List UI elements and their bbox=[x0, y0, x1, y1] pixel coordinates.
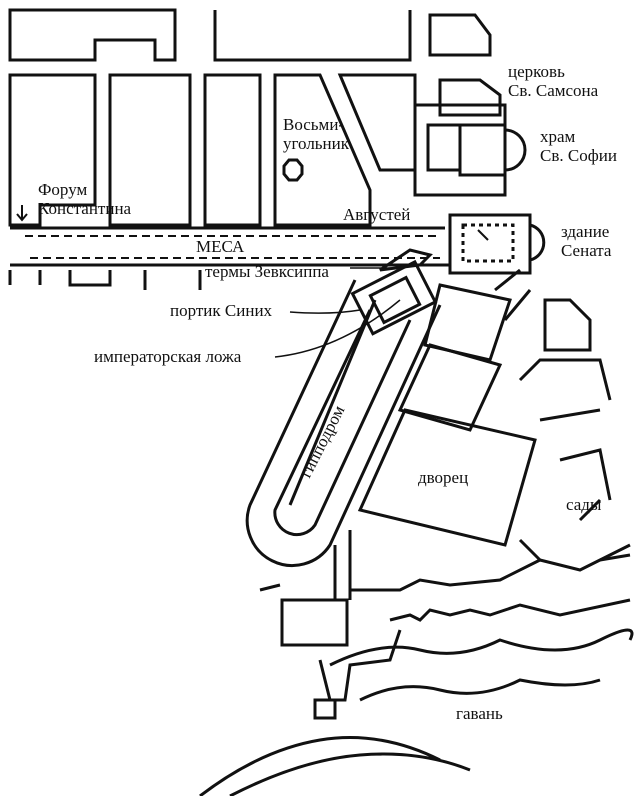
block-west-3 bbox=[203, 73, 262, 227]
label-zeuxippus: термы Зевксиппа bbox=[205, 262, 329, 281]
label-octagon-1: Восьми- bbox=[283, 115, 345, 134]
pier-tower bbox=[313, 698, 337, 720]
hippodrome-outer bbox=[245, 279, 442, 568]
palace-block-3 bbox=[357, 408, 537, 547]
kathisma-box bbox=[368, 275, 422, 325]
label-hagia-sophia: храм Св. Софии bbox=[540, 127, 617, 165]
label-church-samson: церковь Св. Самсона bbox=[508, 62, 598, 100]
block-south-west bbox=[8, 270, 202, 290]
senate-building bbox=[448, 213, 532, 275]
harbor-wall bbox=[389, 598, 631, 622]
pier bbox=[318, 629, 402, 702]
label-forum: Форум Константина bbox=[38, 180, 131, 218]
label-gardens: сады bbox=[566, 495, 602, 514]
block-diagonal bbox=[337, 73, 417, 172]
block-octagon bbox=[273, 73, 372, 227]
senate-apse bbox=[529, 223, 546, 262]
church-top bbox=[428, 13, 492, 57]
label-kathisma: императорская ложа bbox=[94, 347, 242, 366]
block-west-1 bbox=[8, 73, 97, 227]
block-top-left bbox=[8, 8, 177, 62]
label-octagon-2: угольник bbox=[283, 134, 350, 153]
coastline bbox=[259, 543, 631, 592]
church-samson bbox=[438, 78, 502, 117]
label-octagon: Восьми- угольник bbox=[283, 115, 349, 153]
portico-box bbox=[350, 259, 438, 336]
label-mesa: МЕСА bbox=[196, 237, 245, 256]
label-senate: здание Сената bbox=[561, 222, 611, 260]
label-harbor: гавань bbox=[456, 704, 503, 723]
block-west-2 bbox=[108, 73, 192, 227]
block-top-center bbox=[213, 10, 412, 62]
palace-block-1 bbox=[423, 283, 512, 362]
label-senate-1: здание bbox=[561, 222, 610, 241]
label-forum-1: Форум bbox=[38, 180, 88, 199]
senate-inner bbox=[461, 223, 515, 263]
portico-leader bbox=[289, 309, 361, 314]
south-road bbox=[333, 530, 352, 600]
south-building bbox=[280, 598, 349, 647]
zeuxippus-shape bbox=[379, 248, 433, 272]
kathisma-leader bbox=[274, 299, 401, 358]
label-senate-2: Сената bbox=[561, 241, 612, 260]
label-palace: дворец bbox=[418, 468, 469, 487]
label-portico: портик Синих bbox=[170, 301, 273, 320]
hagia-sophia-apse bbox=[504, 128, 527, 172]
east-chapel bbox=[543, 298, 592, 352]
label-forum-2: Константина bbox=[38, 199, 132, 218]
label-church-samson-1: церковь bbox=[508, 62, 565, 81]
east-outline bbox=[494, 268, 612, 501]
forum-arrow bbox=[16, 205, 28, 222]
garden-lines bbox=[518, 498, 631, 562]
octagon-shape bbox=[282, 158, 304, 182]
label-hagia-sophia-2: Св. Софии bbox=[540, 146, 617, 165]
senate-arrow bbox=[477, 229, 489, 241]
palace-block-2 bbox=[397, 343, 503, 432]
hagia-sophia-inner bbox=[426, 123, 462, 172]
label-hagia-sophia-1: храм bbox=[540, 127, 576, 146]
water-lines bbox=[199, 628, 634, 796]
hippodrome-spina bbox=[288, 299, 377, 506]
hippodrome-inner bbox=[273, 309, 412, 536]
label-church-samson-2: Св. Самсона bbox=[508, 81, 599, 100]
label-augusteion: Августей bbox=[343, 205, 411, 224]
hagia-sophia-nave bbox=[458, 123, 507, 177]
